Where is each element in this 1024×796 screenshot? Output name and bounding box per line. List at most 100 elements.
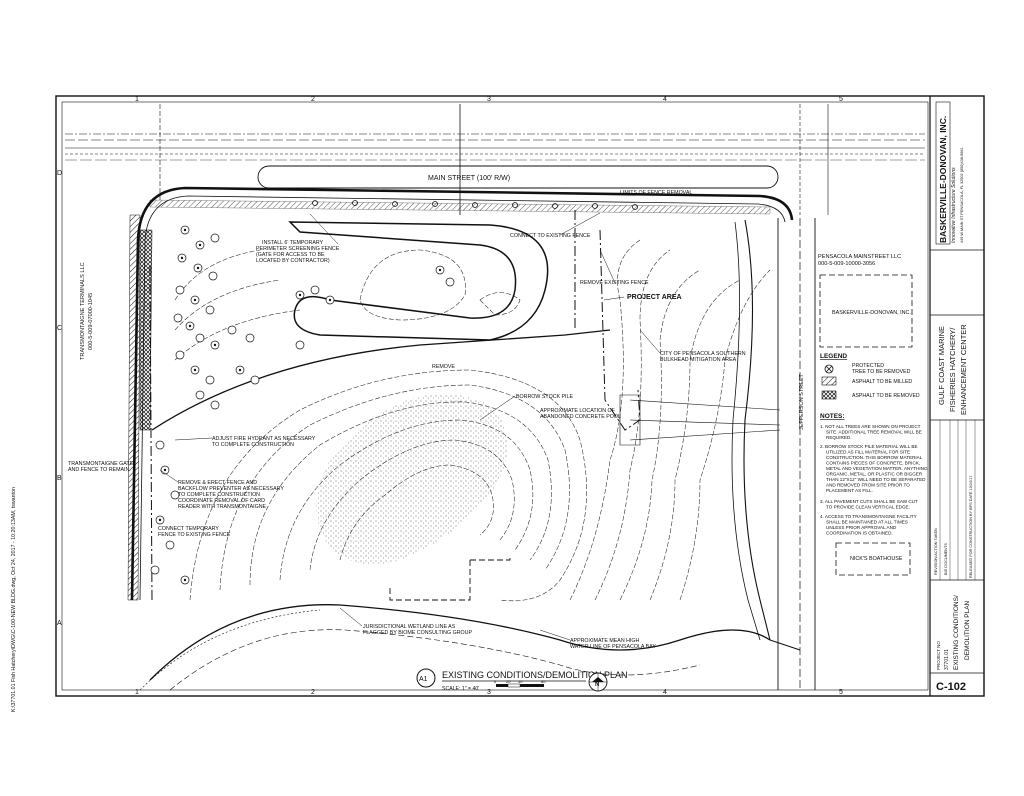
callouts: INSTALL 6' TEMPORARY PERIMETER SCREENING… [68,190,747,650]
owner-west: TRANSMONTAIGNE TERMINALS LLC [80,262,86,360]
boathouse-box [835,542,911,576]
callout-remove: REMOVE [432,364,455,370]
grid-row-c: C [57,325,62,332]
bdi-parcel-box [819,274,913,348]
legend-items: PROTECTED TREE TO BE REMOVED ASPHALT TO … [821,363,920,400]
grid-row-a: A [57,620,62,627]
street-side-label: JEFFERSON STREET [799,373,805,430]
project-area-label: PROJECT AREA [627,294,682,301]
asphalt-removed-west [139,229,153,431]
callout-transmontaigne-gate: TRANSMONTAIGNE GATE AND FENCE TO REMAIN [68,461,135,473]
boathouse-label: NICK'S BOATHOUSE [850,556,903,562]
firm-address: 449 W MAIN ST PENSACOLA, FL 32502 (850)4… [960,147,964,243]
sheet-title-2: DEMOLITION PLAN [964,600,971,660]
legend-crosshatch-icon [821,390,837,400]
diagonal-fence [151,329,611,431]
legend-tree-label: PROTECTED TREE TO BE REMOVED [852,363,911,375]
callout-temp-fence: CONNECT TEMPORARY FENCE TO EXISTING FENC… [158,526,231,538]
borrow-stockpile [316,394,508,565]
revision-header: REVISION/ACTION TAKEN [934,528,938,575]
shoreline [139,604,771,691]
north-label: N [595,682,599,688]
callout-wetland: JURISDICTIONAL WETLAND LINE AS FLAGGED B… [363,624,472,636]
legend-item-milled: ASPHALT TO BE MILLED [821,376,912,386]
grid-col-3: 3 [487,96,491,103]
callout-remove-fence: REMOVE EXISTING FENCE [580,280,649,286]
callout-pool: APPROXIMATE LOCATION OF ABANDONED CONCRE… [540,408,621,420]
scale-tick-0: 0 [494,679,497,684]
grid-col-4-bottom: 4 [663,689,667,696]
legend-item-tree: PROTECTED TREE TO BE REMOVED [824,363,911,375]
street-median [257,165,779,189]
scale-tick-20: 20' [506,679,511,684]
revision-release: RELEASED FOR CONSTRUCTION BY BPS DATE 10… [969,476,973,578]
plan-title-block: A1 EXISTING CONDITIONS/DEMOLITION PLAN S… [416,668,628,692]
notes-list: 1. NOT ALL TREES ARE SHOWN ON PROJECT SI… [820,424,929,536]
plan-scale: SCALE: 1" = 40' [442,686,479,692]
curb-line [130,186,794,601]
grid-labels: 1 2 3 4 5 1 2 3 4 5 D C B A [57,96,843,696]
plan-title: EXISTING CONDITIONS/DEMOLITION PLAN [442,670,628,680]
legend-milled-label: ASPHALT TO BE MILLED [852,379,912,385]
callout-mitigation: CITY OF PENSACOLA SOUTHERN BULKHEAD MITI… [660,351,747,363]
street-label: MAIN STREET (100' R/W) [428,175,510,182]
callout-stockpile: BORROW STOCK PILE [516,394,573,400]
detail-badge [416,668,436,688]
note-3: 3. ALL PAVEMENT CUTS SHALL BE SAW CUT TO… [820,499,919,510]
callout-screen-fence: INSTALL 6' TEMPORARY PERIMETER SCREENING… [256,240,341,264]
owner-west-id: 000-5-009-07000-1045 [88,293,94,350]
callout-hydrant: ADJUST FIRE HYDRANT AS NECESSARY TO COMP… [212,436,317,448]
grid-col-3-bottom: 3 [487,689,491,696]
detail-badge-label: A1 [419,676,428,683]
curb-markers [312,200,638,210]
leader-lines [159,212,661,641]
callout-backflow: REMOVE & ERECT FENCE AND BACKFLOW PREVEN… [178,480,285,510]
bdi-parcel-label: BASKERVILLE-DONOVAN, INC. [832,310,911,316]
grid-col-1-bottom: 1 [135,689,139,696]
firm-tagline: Innovative Infrastructure Solutions [951,167,957,243]
note-1: 1. NOT ALL TREES ARE SHOWN ON PROJECT SI… [820,424,923,440]
grid-col-5-bottom: 5 [839,689,843,696]
bulkhead-channel [743,219,801,651]
project-title-1: GULF COAST MARINE [937,326,946,405]
sheet-title-1: EXISTING CONDITIONS/ [953,595,960,670]
grid-col-1: 1 [135,96,139,103]
note-4: 4. ACCESS TO TRANSMONTAIGNE FACILITY SHA… [820,514,918,536]
grid-row-d: D [57,170,62,177]
project-title-3: ENHANCEMENT CENTER [959,324,968,415]
callout-connect-fence: CONNECT TO EXISTING FENCE [510,233,591,239]
project-title-2: FISHERIES HATCHERY/ [948,327,957,412]
oval-drive [288,221,549,341]
firm-logo [935,101,951,245]
grid-col-5: 5 [839,96,843,103]
sheet-border [55,95,985,697]
owner-east-id: 000-5-009-10000-3056 [818,261,875,267]
asphalt-milled-north [149,199,771,215]
firm-name: BASKERVILLE-DONOVAN, INC. [938,116,948,243]
grid-col-4: 4 [663,96,667,103]
grid-col-2: 2 [311,96,315,103]
scale-bar-seg-1 [496,684,508,687]
file-path: K:\37701.01 Fish Hatchery\DWG\C-100-NEW … [11,487,17,712]
grid-row-b: B [57,475,62,482]
legend-heading: LEGEND [820,353,847,360]
note-2: 2. BORROW STOCK PILE MATERIAL WILL BE UT… [820,444,929,493]
revision-note: BID DOCUMENTS [944,543,948,575]
owner-east: PENSACOLA MAINSTREET LLC [818,254,901,260]
curb-line-inner [139,195,786,601]
sheet-number: C-102 [936,681,966,693]
scale-tick-40: 40' [518,679,523,684]
grid-col-2-bottom: 2 [311,689,315,696]
legend-item-removed: ASPHALT TO BE REMOVED [821,390,920,400]
project-no: 37701.01 [944,649,950,670]
project-no-label: PROJECT NO [936,641,941,670]
legend-removed-label: ASPHALT TO BE REMOVED [852,393,920,399]
property-line-south [389,555,511,601]
scale-tick-80: 80' [541,679,546,684]
bulkhead-channel-inner [731,221,761,641]
scale-bar-seg-2 [507,683,521,688]
inner-border [61,101,929,691]
asphalt-milled-west [127,214,141,601]
